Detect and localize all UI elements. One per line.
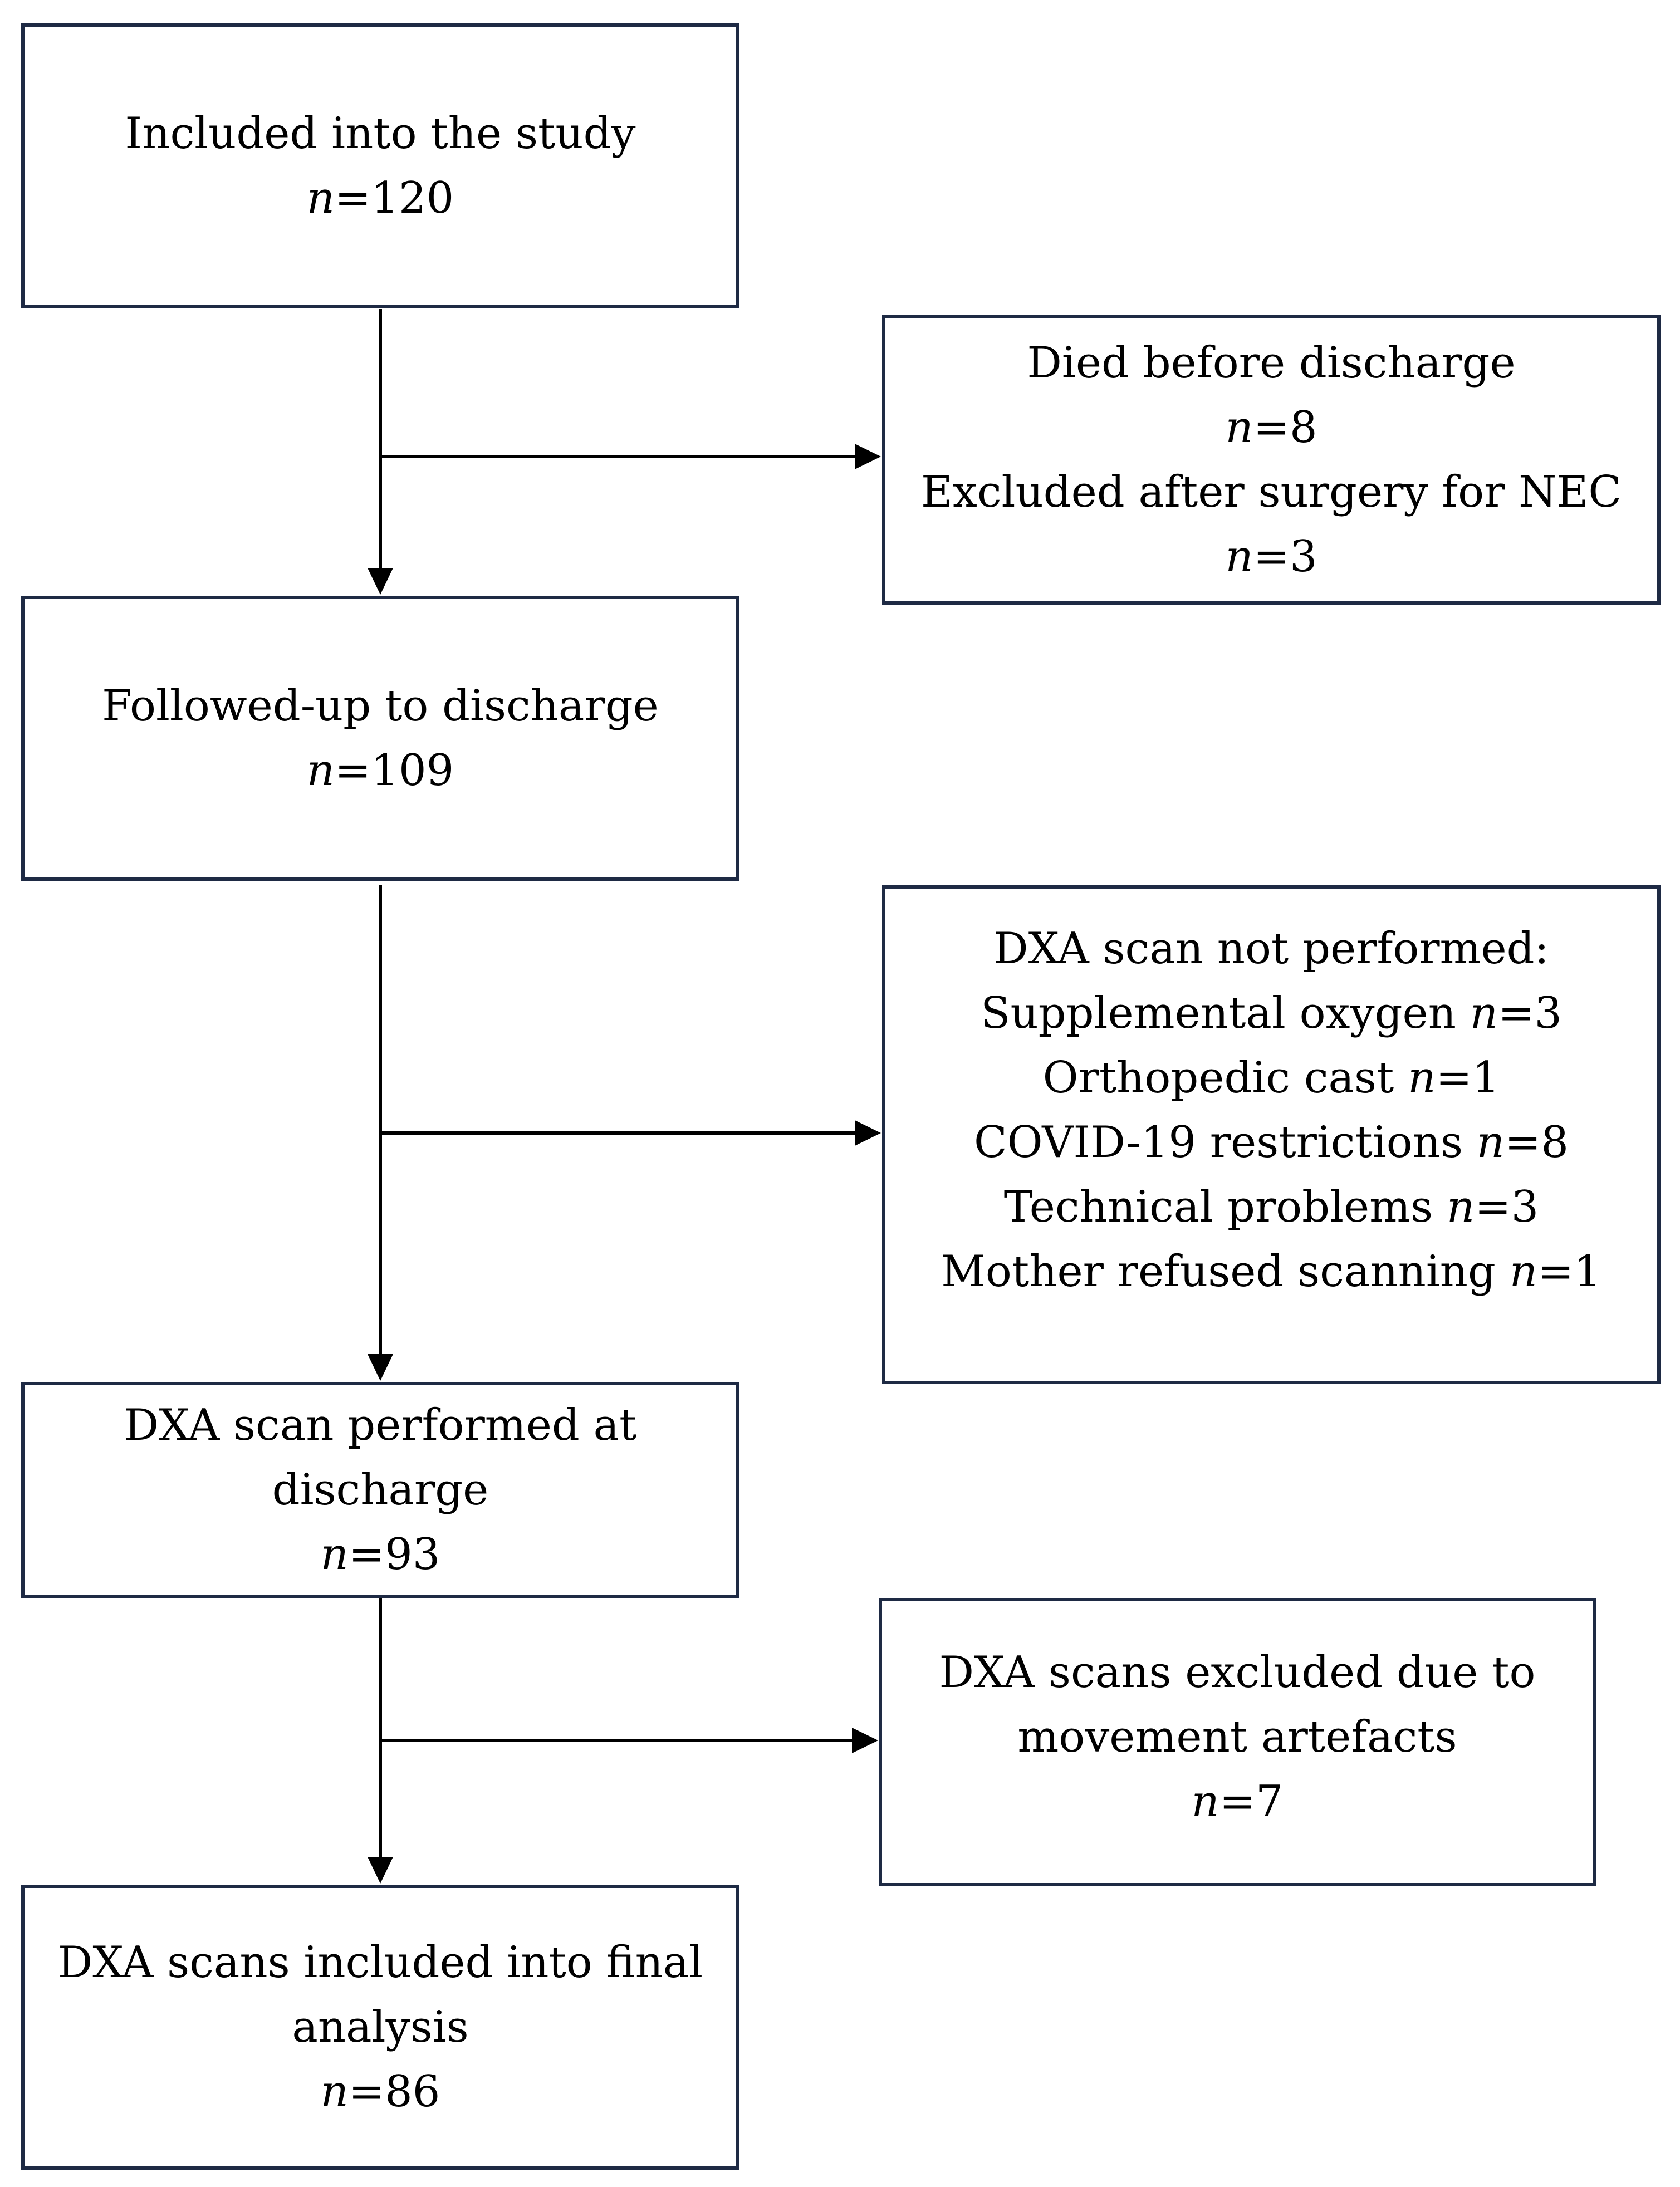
exclusion1-nec-n-value: =3 [1253, 532, 1317, 582]
performed-label-line2: discharge [272, 1465, 489, 1515]
arrowhead-exclusion1 [855, 444, 881, 469]
exclusion1-died-count: n=8 [1225, 395, 1317, 460]
followed-label: Followed-up to discharge [102, 681, 659, 731]
exclusion1-nec-label: Excluded after surgery for NEC [920, 467, 1622, 517]
box-final: DXA scans included into final analysis n… [21, 1885, 739, 2170]
exclusion2-item: COVID-19 restrictions n=8 [974, 1110, 1569, 1175]
exclusion3-label-line2: movement artefacts [1017, 1712, 1457, 1762]
exclusion2-item: Mother refused scanning n=1 [941, 1239, 1601, 1304]
box-performed: DXA scan performed at discharge n=93 [21, 1382, 739, 1598]
final-n-symbol: n [320, 2067, 349, 2117]
exclusion2-item-n-value: =8 [1505, 1117, 1569, 1168]
followed-n-symbol: n [306, 746, 335, 796]
final-n-value: =86 [348, 2067, 440, 2117]
exclusion2-item-text: Mother refused scanning [941, 1247, 1510, 1297]
exclusion2-item-n-value: =1 [1537, 1247, 1601, 1297]
exclusion2-item: Supplemental oxygen n=3 [981, 981, 1562, 1046]
exclusion3-n-value: =7 [1219, 1777, 1284, 1827]
performed-label-line1: DXA scan performed at [124, 1400, 637, 1450]
exclusion2-item-text: Technical problems [1003, 1182, 1447, 1232]
performed-n-value: =93 [348, 1529, 440, 1580]
exclusion2-item-n-symbol: n [1408, 1053, 1436, 1103]
exclusion2-item: Technical problems n=3 [1004, 1175, 1539, 1239]
box-included: Included into the study n=120 [21, 23, 739, 308]
performed-count: n=93 [321, 1522, 440, 1587]
exclusion2-item-n-value: =3 [1497, 988, 1562, 1038]
box-exclusion-death-nec: Died before discharge n=8 Excluded after… [882, 315, 1661, 605]
box-exclusion-not-performed: DXA scan not performed: Supplemental oxy… [882, 885, 1661, 1384]
box-followed: Followed-up to discharge n=109 [21, 596, 739, 881]
arrowhead-performed [368, 1354, 393, 1381]
arrowhead-exclusion3 [852, 1728, 878, 1753]
included-label: Included into the study [125, 109, 636, 159]
exclusion1-nec-n-symbol: n [1225, 532, 1253, 582]
box-exclusion-artefacts: DXA scans excluded due to movement artef… [879, 1598, 1596, 1886]
exclusion2-title: DXA scan not performed: [993, 924, 1549, 974]
final-count: n=86 [321, 2059, 440, 2124]
followed-n-value: =109 [335, 746, 454, 796]
final-label-line2: analysis [292, 2002, 469, 2052]
exclusion2-item-n-symbol: n [1509, 1247, 1537, 1297]
arrowhead-followed [368, 568, 393, 595]
included-n-value: =120 [335, 173, 454, 223]
performed-n-symbol: n [320, 1529, 349, 1580]
exclusion1-nec-count: n=3 [1225, 524, 1317, 589]
final-label-line1: DXA scans included into final [57, 1938, 703, 1988]
exclusion2-item-n-symbol: n [1446, 1182, 1475, 1232]
exclusion2-item-text: Supplemental oxygen [981, 988, 1470, 1038]
exclusion2-item: Orthopedic cast n=1 [1043, 1046, 1500, 1110]
exclusion1-died-n-symbol: n [1225, 403, 1253, 453]
exclusion3-count: n=7 [1191, 1769, 1283, 1834]
exclusion2-item-n-symbol: n [1476, 1117, 1505, 1168]
exclusion2-item-n-value: =3 [1475, 1182, 1539, 1232]
followed-count: n=109 [307, 738, 454, 803]
exclusion1-died-n-value: =8 [1253, 403, 1317, 453]
exclusion2-item-n-value: =1 [1436, 1053, 1500, 1103]
included-n-symbol: n [306, 173, 335, 223]
exclusion3-label-line1: DXA scans excluded due to [939, 1647, 1536, 1698]
exclusion3-n-symbol: n [1191, 1777, 1219, 1827]
arrowhead-exclusion2 [855, 1120, 881, 1146]
exclusion2-item-n-symbol: n [1470, 988, 1498, 1038]
exclusion1-died-label: Died before discharge [1027, 338, 1516, 388]
exclusion2-item-text: COVID-19 restrictions [973, 1117, 1477, 1168]
exclusion2-item-text: Orthopedic cast [1042, 1053, 1408, 1103]
included-count: n=120 [307, 166, 454, 231]
arrowhead-final [368, 1857, 393, 1884]
